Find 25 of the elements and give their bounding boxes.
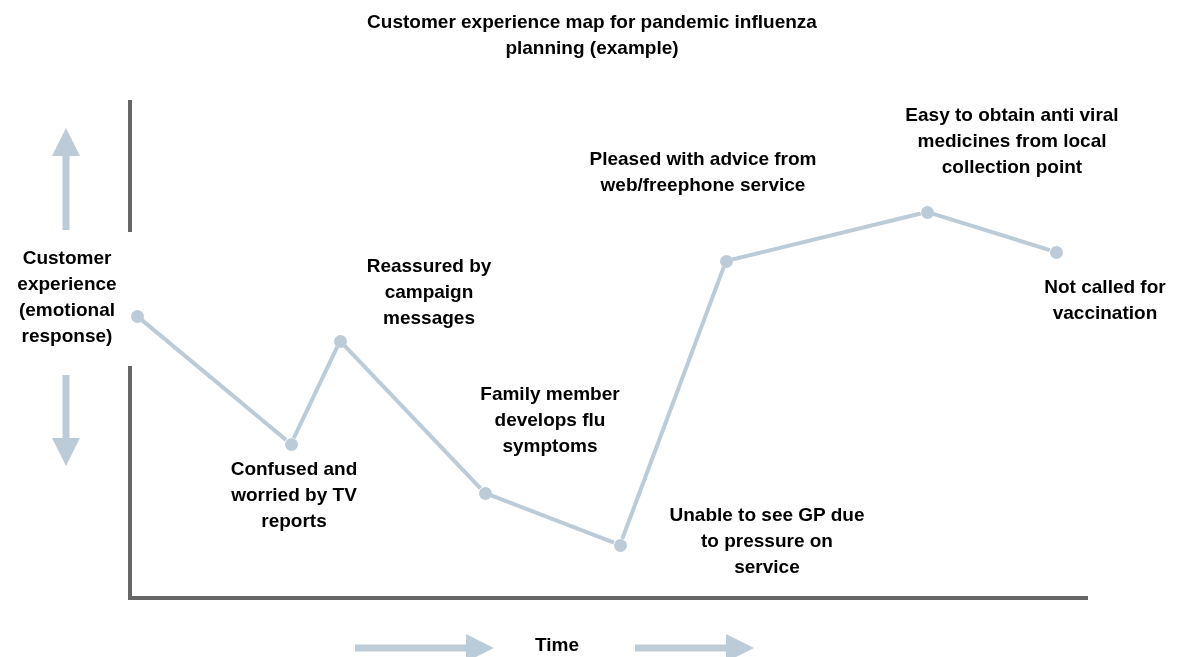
line-segment xyxy=(292,346,339,439)
data-point xyxy=(613,538,627,552)
axis-label: Customer experience (emotional response) xyxy=(16,246,118,348)
point-label: Easy to obtain anti viral medicines from local collection point xyxy=(904,103,1120,179)
line-segment xyxy=(140,318,288,442)
point-label: Pleased with advice from web/freephone service xyxy=(588,147,818,197)
chart-title: Customer experience map for pandemic influenza planning (example) xyxy=(366,10,818,60)
point-label: Unable to see GP due to pressure on service xyxy=(668,503,866,579)
line-segment xyxy=(932,212,1051,252)
data-point xyxy=(719,254,733,268)
point-label: Confused and worried by TV reports xyxy=(229,457,359,533)
data-point xyxy=(1049,245,1063,259)
data-point xyxy=(478,486,492,500)
point-label: Reassured by campaign messages xyxy=(365,254,493,330)
data-point xyxy=(920,205,934,219)
line-segment xyxy=(490,493,615,545)
line-segment xyxy=(620,266,726,540)
data-point xyxy=(284,437,298,451)
axis-label: Time xyxy=(535,633,579,657)
point-label: Not called for vaccination xyxy=(1043,275,1167,325)
line-segment xyxy=(343,344,482,490)
data-point xyxy=(333,334,347,348)
line-segment xyxy=(731,211,922,262)
data-point xyxy=(130,309,144,323)
point-label: Family member develops flu symptoms xyxy=(479,382,621,458)
